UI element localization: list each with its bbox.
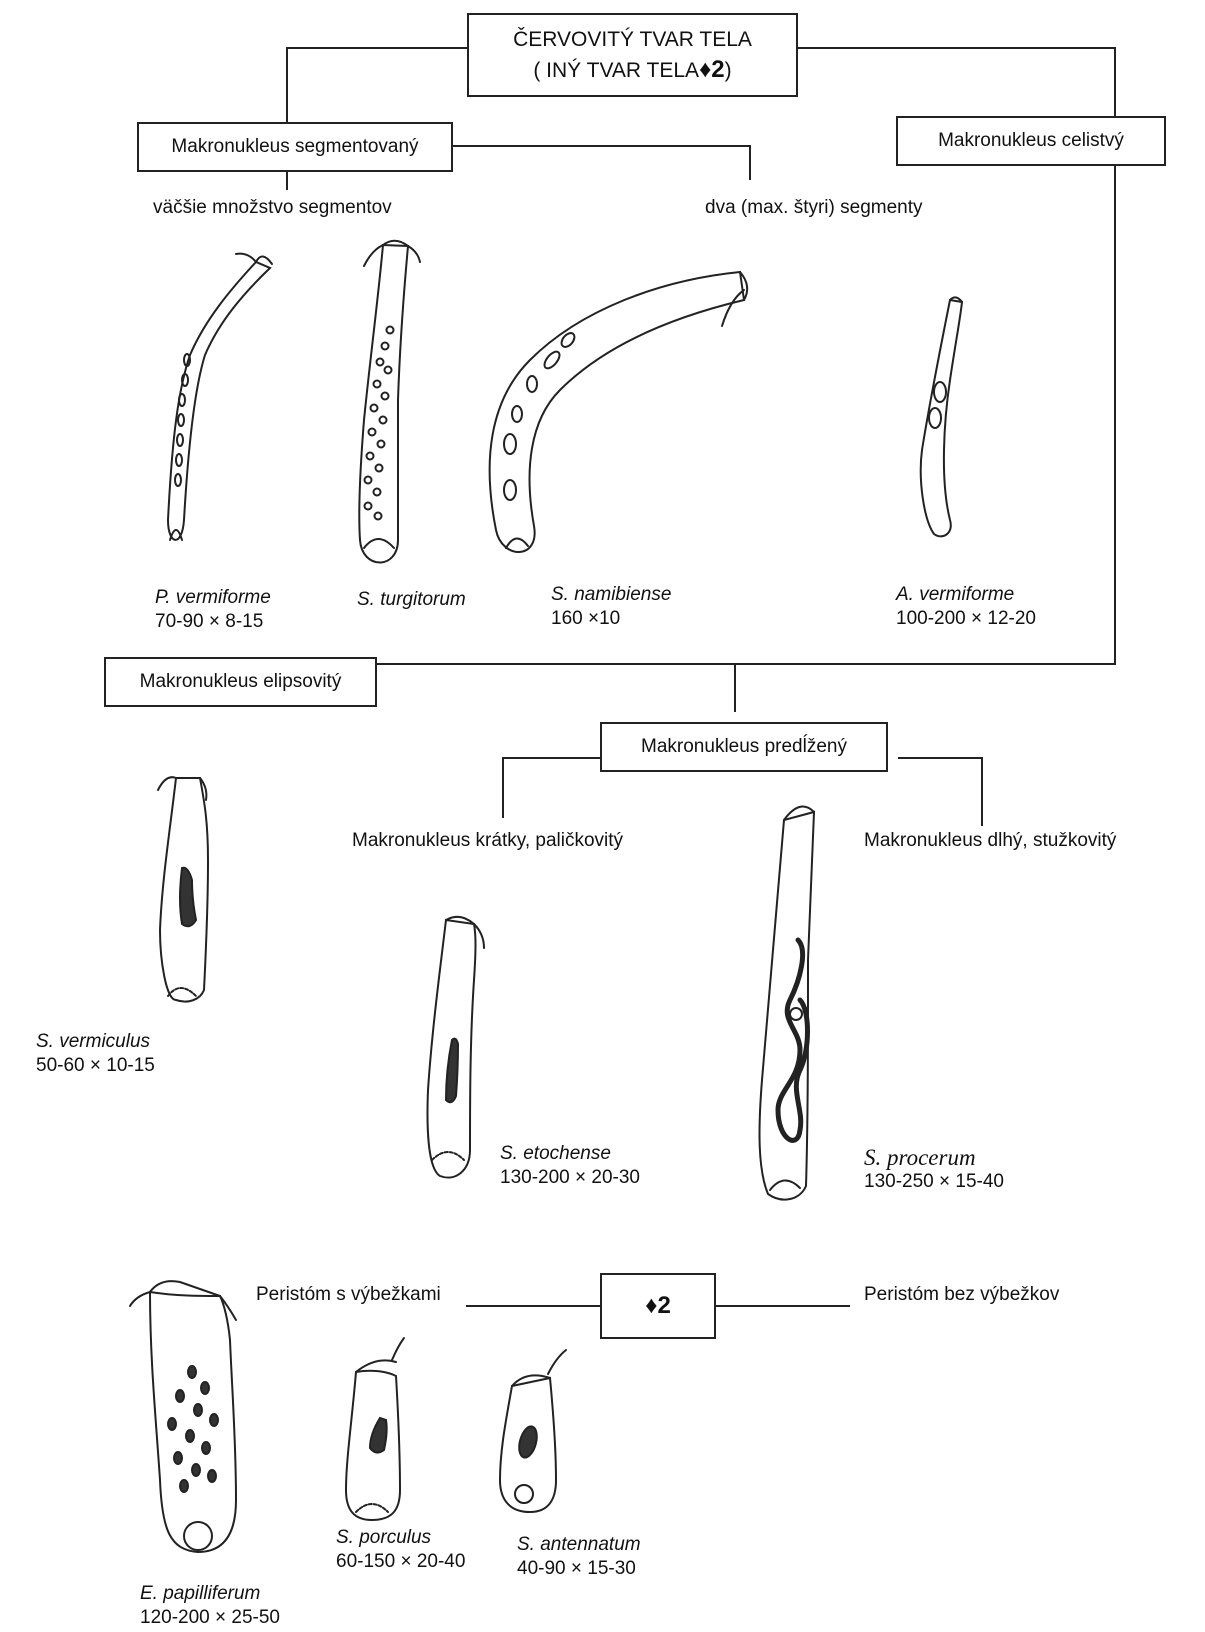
s-turgitorum-drawing bbox=[359, 241, 420, 563]
root-title-line1: ČERVOVITÝ TVAR TELA bbox=[513, 25, 752, 55]
species-e-papilliferum: E. papilliferum 120-200 × 25-50 bbox=[140, 1582, 280, 1630]
node-compact: Makronukleus celistvý bbox=[896, 116, 1166, 166]
label-with-projections: Peristóm s výbežkami bbox=[256, 1284, 441, 1306]
species-name: S. etochense bbox=[500, 1142, 640, 1166]
node-marker-2: ♦2 bbox=[600, 1273, 716, 1339]
species-size: 50-60 × 10-15 bbox=[36, 1054, 155, 1078]
species-name: S. turgitorum bbox=[357, 588, 466, 612]
s-etochense-drawing bbox=[428, 917, 485, 1178]
s-vermiculus-drawing bbox=[158, 777, 208, 1001]
species-size: 100-200 × 12-20 bbox=[896, 607, 1036, 631]
label-many-segments: väčšie množstvo segmentov bbox=[153, 197, 392, 219]
species-s-porculus: S. porculus 60-150 × 20-40 bbox=[336, 1526, 465, 1574]
species-s-etochense: S. etochense 130-200 × 20-30 bbox=[500, 1142, 640, 1190]
species-s-vermiculus: S. vermiculus 50-60 × 10-15 bbox=[36, 1030, 155, 1078]
node-segmented: Makronukleus segmentovaný bbox=[137, 122, 453, 172]
species-s-namibiense: S. namibiense 160 ×10 bbox=[551, 583, 671, 631]
species-size: 130-250 × 15-40 bbox=[864, 1170, 1004, 1194]
species-size: 120-200 × 25-50 bbox=[140, 1606, 280, 1630]
species-p-vermiforme: P. vermiforme 70-90 × 8-15 bbox=[155, 586, 271, 634]
species-name: S. procerum bbox=[864, 1146, 1004, 1170]
label-two-segments: dva (max. štyri) segmenty bbox=[705, 197, 923, 219]
species-name: S. vermiculus bbox=[36, 1030, 155, 1054]
s-antennatum-drawing bbox=[500, 1350, 566, 1512]
species-size: 160 ×10 bbox=[551, 607, 671, 631]
a-vermiforme-drawing bbox=[921, 297, 962, 536]
root-title-line2: ( INÝ TVAR TELA♦2) bbox=[533, 55, 731, 86]
species-name: P. vermiforme bbox=[155, 586, 271, 610]
species-s-turgitorum: S. turgitorum bbox=[357, 588, 466, 612]
e-papilliferum-drawing bbox=[130, 1281, 236, 1552]
species-name: A. vermiforme bbox=[896, 583, 1036, 607]
label-without-projections: Peristóm bez výbežkov bbox=[864, 1284, 1059, 1306]
species-name: S. namibiense bbox=[551, 583, 671, 607]
species-s-procerum: S. procerum 130-250 × 15-40 bbox=[864, 1146, 1004, 1194]
species-size: 130-200 × 20-30 bbox=[500, 1166, 640, 1190]
root-box: ČERVOVITÝ TVAR TELA ( INÝ TVAR TELA♦2) bbox=[467, 13, 798, 97]
species-size: 70-90 × 8-15 bbox=[155, 610, 271, 634]
p-vermiforme-drawing bbox=[168, 254, 272, 540]
species-name: S. porculus bbox=[336, 1526, 465, 1550]
node-elliptic: Makronukleus elipsovitý bbox=[104, 657, 377, 707]
s-porculus-drawing bbox=[346, 1338, 404, 1520]
label-long-ribbon: Makronukleus dlhý, stužkovitý bbox=[864, 830, 1116, 852]
species-name: S. antennatum bbox=[517, 1533, 641, 1557]
s-namibiense-drawing bbox=[490, 272, 748, 552]
species-a-vermiforme: A. vermiforme 100-200 × 12-20 bbox=[896, 583, 1036, 631]
marker-2-reference: ♦2 bbox=[699, 56, 725, 83]
species-size: 40-90 × 15-30 bbox=[517, 1557, 641, 1581]
root-title-line2-text: ( INÝ TVAR TELA bbox=[533, 59, 699, 82]
label-short-rod: Makronukleus krátky, paličkovitý bbox=[352, 830, 623, 852]
species-s-antennatum: S. antennatum 40-90 × 15-30 bbox=[517, 1533, 641, 1581]
s-procerum-drawing bbox=[760, 807, 814, 1200]
root-title-line2-close: ) bbox=[725, 59, 732, 82]
species-name: E. papilliferum bbox=[140, 1582, 280, 1606]
node-elongated: Makronukleus predĺžený bbox=[600, 722, 888, 772]
species-size: 60-150 × 20-40 bbox=[336, 1550, 465, 1574]
